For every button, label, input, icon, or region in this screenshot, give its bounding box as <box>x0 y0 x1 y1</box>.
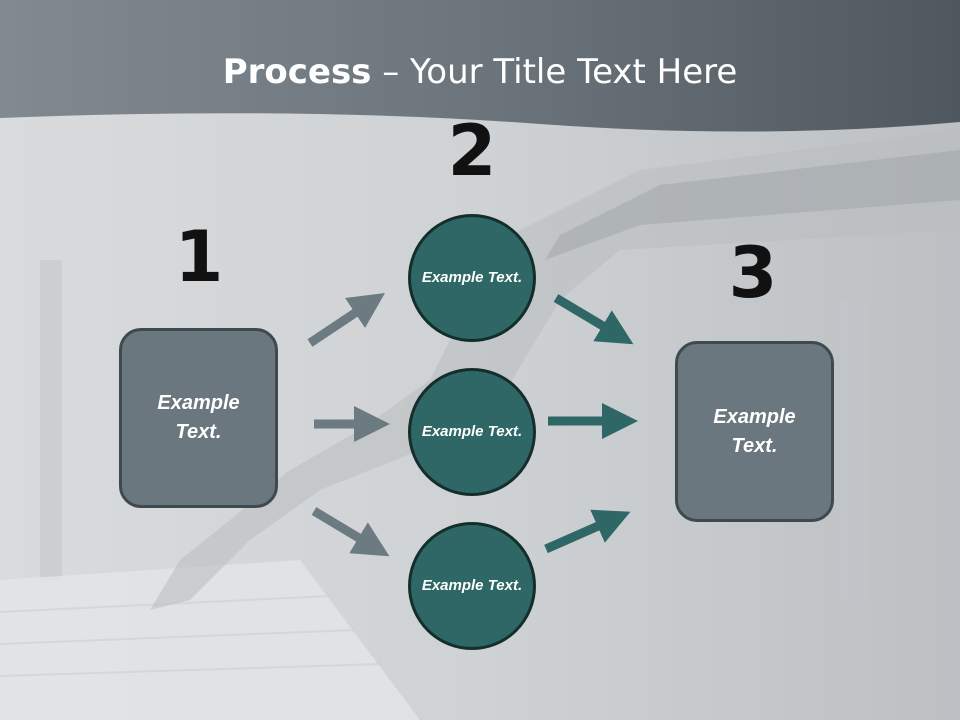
circle-middle-text: Example Text. <box>421 422 523 440</box>
title-bold: Process <box>222 52 372 92</box>
arrow-left-to-top <box>307 293 385 347</box>
arrow-left-to-bottom <box>311 507 390 557</box>
left-step-text: Example Text. <box>157 392 240 443</box>
slide-title: Process – Your Title Text Here <box>0 52 960 92</box>
right-step-box: Example Text. <box>675 341 834 522</box>
circle-middle: Example Text. <box>408 368 536 496</box>
arrow-bottom-to-right <box>544 509 631 554</box>
step-number-3: 3 <box>728 232 778 314</box>
step-number-1: 1 <box>174 216 224 298</box>
title-rest: – Your Title Text Here <box>371 52 738 92</box>
right-step-text: Example Text. <box>713 405 796 457</box>
circle-top: Example Text. <box>408 214 536 342</box>
circle-bottom-text: Example Text. <box>421 576 523 594</box>
step-number-2: 2 <box>447 110 497 192</box>
circle-top-text: Example Text. <box>421 268 523 286</box>
arrow-top-to-right <box>553 294 634 345</box>
circle-bottom: Example Text. <box>408 522 536 650</box>
left-step-box: Example Text. <box>119 328 278 508</box>
